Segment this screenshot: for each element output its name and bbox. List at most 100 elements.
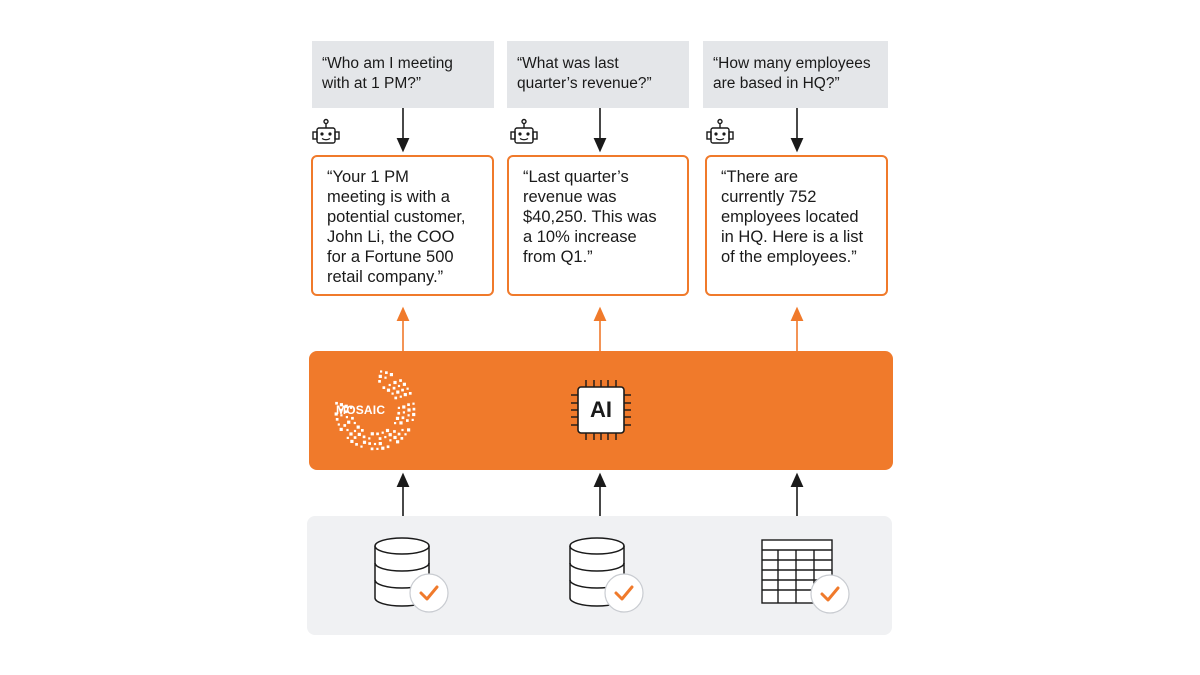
- mosaic-logo-dot: [386, 445, 390, 449]
- mosaic-logo-dot: [395, 416, 400, 420]
- mosaic-logo-dot: [335, 418, 339, 421]
- mosaic-logo-dot: [401, 428, 404, 432]
- mosaic-logo-dot: [357, 432, 361, 436]
- mosaic-logo-dot: [407, 428, 411, 432]
- mosaic-logo-dot: [412, 412, 416, 417]
- mosaic-logo-dot: [353, 429, 357, 433]
- mosaic-logo-dot: [362, 440, 367, 444]
- mosaic-logo-dot: [340, 414, 343, 417]
- mosaic-logo-dot: [362, 435, 366, 439]
- mosaic-logo-dot: [334, 412, 338, 416]
- mosaic-logo-dot: [384, 436, 387, 439]
- mosaic-logo-dot: [411, 418, 414, 421]
- mosaic-logo-dot: [393, 435, 397, 440]
- mosaic-logo-dot: [412, 402, 415, 405]
- mosaic-logo-dot: [337, 423, 340, 426]
- mosaic-logo-dot: [361, 429, 364, 432]
- mosaic-logo-dot: [399, 379, 402, 382]
- mosaic-logo-dot: [347, 420, 351, 424]
- mosaic-logo-dot: [339, 408, 343, 412]
- mosaic-logo-dot: [356, 425, 360, 429]
- mosaic-logo-dot: [384, 376, 387, 379]
- mosaic-logo-dot: [355, 443, 358, 446]
- mosaic-logo-dot: [392, 386, 396, 390]
- database-check-icon: [569, 537, 644, 613]
- mosaic-logo-dot: [339, 427, 343, 431]
- mosaic-logo-dot: [399, 395, 402, 398]
- mosaic-logo-dot: [360, 445, 363, 448]
- mosaic-logo-dot: [370, 432, 374, 436]
- mosaic-logo-dot: [350, 439, 354, 443]
- mosaic-logo-dot: [408, 392, 412, 395]
- mosaic-logo-dot: [391, 392, 394, 395]
- answer-box-1: “Your 1 PM meeting is with a potential c…: [311, 155, 494, 296]
- ai-chip-label: AI: [590, 397, 612, 422]
- mosaic-logo-dot: [393, 380, 397, 385]
- mosaic-logo-dot: [402, 405, 406, 409]
- mosaic-logo-dot: [346, 428, 349, 432]
- robot-icon-1: [312, 118, 340, 144]
- mosaic-logo-dot: [344, 410, 348, 414]
- mosaic-logo-dot: [382, 386, 386, 389]
- mosaic-logo-dot: [407, 403, 410, 406]
- answer-box-3: “There are currently 752 employees locat…: [705, 155, 888, 296]
- mosaic-logo-dot: [407, 408, 411, 412]
- mosaic-logo-dot: [386, 388, 391, 392]
- question-bubble-2: “What was last quarter’s revenue?”: [507, 41, 689, 108]
- mosaic-logo-dot: [378, 437, 382, 440]
- mosaic-logo-dot: [401, 416, 405, 420]
- mosaic-logo-dot: [397, 411, 401, 415]
- mosaic-logo-dot: [368, 442, 371, 445]
- mosaic-logo-dot: [406, 387, 409, 390]
- mosaic-logo-dot: [403, 393, 407, 397]
- ai-to-answer-arrows: [396, 306, 804, 351]
- mosaic-logo-dot: [368, 437, 371, 440]
- mosaic-logo-dot: [335, 401, 338, 405]
- mosaic-logo-dot: [376, 432, 379, 436]
- ai-chip-icon: [571, 380, 631, 440]
- mosaic-logo-label: MOSAIC: [336, 403, 386, 417]
- mosaic-logo-dot: [397, 406, 400, 409]
- mosaic-logo-dot: [393, 430, 396, 433]
- mosaic-logo: [334, 370, 416, 451]
- mosaic-logo-dot: [407, 414, 410, 417]
- mosaic-logo-dot: [380, 370, 383, 373]
- mosaic-logo-dot: [400, 437, 404, 440]
- mosaic-logo-dot: [402, 411, 405, 414]
- database-check-icon: [374, 537, 449, 613]
- mosaic-logo-dot: [412, 407, 416, 411]
- mosaic-logo-dot: [376, 447, 379, 450]
- mosaic-logo-dot: [381, 431, 384, 434]
- mosaic-logo-dot: [349, 432, 353, 436]
- question-to-answer-arrows: [396, 108, 804, 153]
- robot-icon-2: [510, 118, 538, 144]
- mosaic-logo-dot: [404, 433, 407, 436]
- mosaic-logo-dot: [346, 436, 349, 439]
- answer-box-2: “Last quarter’s revenue was $40,250. Thi…: [507, 155, 689, 296]
- mosaic-logo-dot: [373, 442, 377, 446]
- mosaic-logo-dot: [396, 390, 400, 394]
- question-bubble-1: “Who am I meeting with at 1 PM?”: [312, 41, 494, 108]
- question-bubble-3: “How many employees are based in HQ?”: [703, 41, 888, 108]
- mosaic-logo-dot: [388, 433, 392, 437]
- mosaic-logo-dot: [351, 416, 354, 420]
- mosaic-logo-dot: [396, 440, 400, 444]
- mosaic-logo-dot: [397, 432, 401, 436]
- mosaic-logo-dot: [399, 421, 403, 425]
- mosaic-logo-dot: [389, 439, 392, 442]
- mosaic-logo-dot: [350, 406, 353, 409]
- mosaic-logo-dot: [402, 382, 406, 386]
- mosaic-logo-dot: [339, 403, 343, 407]
- mosaic-logo-dot: [378, 442, 382, 446]
- mosaic-logo-dot: [394, 422, 397, 425]
- spreadsheet-check-icon: [761, 539, 850, 614]
- mosaic-logo-dot: [381, 446, 385, 450]
- mosaic-logo-dot: [344, 404, 348, 408]
- mosaic-logo-dot: [378, 380, 381, 383]
- mosaic-logo-dot: [345, 416, 348, 419]
- mosaic-logo-dot: [343, 424, 347, 427]
- mosaic-logo-dot: [353, 436, 357, 439]
- mosaic-logo-dot: [389, 373, 393, 377]
- source-to-ai-arrows: [396, 472, 804, 516]
